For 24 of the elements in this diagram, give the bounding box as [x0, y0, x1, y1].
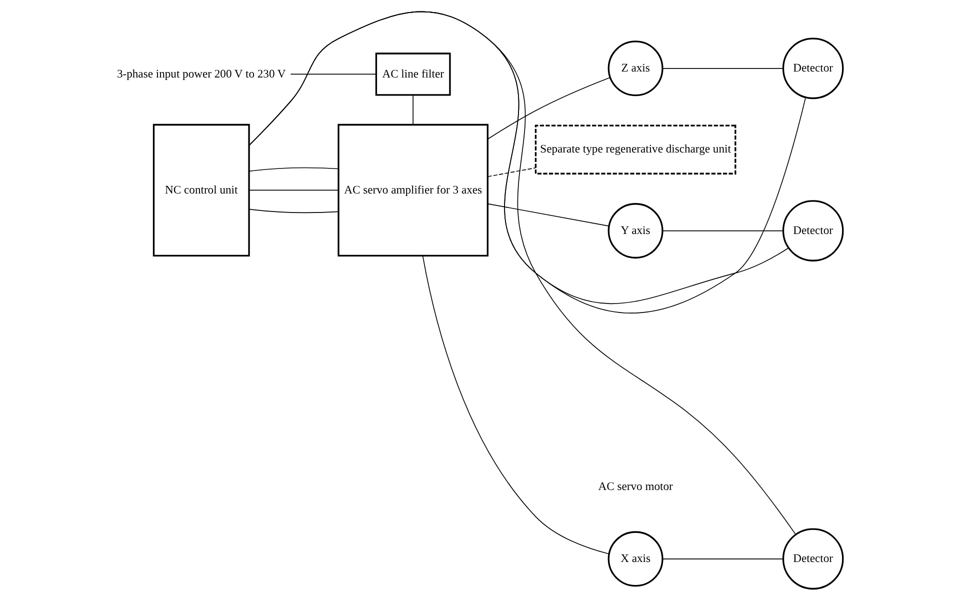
connector [412, 94, 414, 126]
node-circle: Z axis [608, 40, 664, 96]
node-circle: Y axis [608, 203, 664, 259]
node-box: Separate type regenerative discharge unit [534, 124, 736, 174]
node-circle: X axis [608, 531, 664, 587]
node-text: 3-phase input power 200 V to 230 V [116, 67, 286, 80]
connector [248, 208, 339, 213]
connector [487, 167, 536, 178]
node-box: AC line filter [375, 52, 451, 96]
node-circle: Detector [782, 200, 844, 262]
connector [248, 167, 339, 172]
node-circle: Detector [782, 528, 844, 590]
connector [487, 77, 611, 140]
label: AC servo motor [598, 480, 673, 493]
connector [290, 74, 377, 75]
connector [662, 230, 784, 232]
node-circle: Detector [782, 38, 844, 100]
connector [248, 190, 339, 191]
connector [422, 256, 610, 554]
connector [662, 68, 784, 69]
connector [487, 203, 610, 226]
connector [662, 558, 784, 560]
node-box: NC control unit [152, 124, 250, 256]
node-box: AC servo amplifier for 3 axes [338, 124, 488, 256]
